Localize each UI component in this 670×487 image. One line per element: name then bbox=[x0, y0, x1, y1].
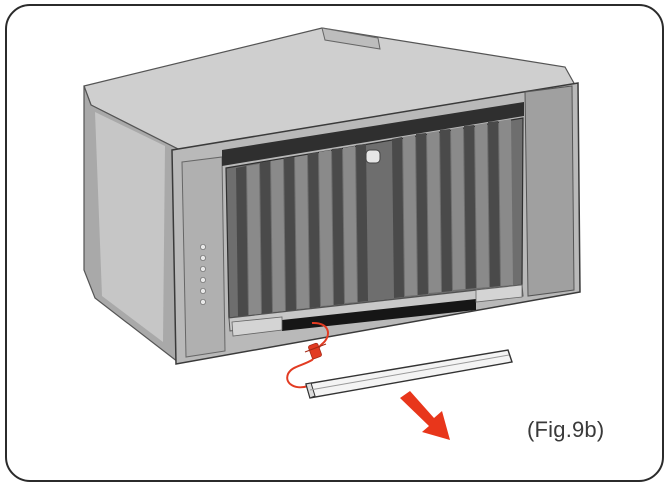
hood-top-slot bbox=[222, 102, 524, 166]
lamp-plate-right bbox=[475, 284, 523, 303]
pull-out-arrow-icon bbox=[400, 391, 450, 440]
plug-connector-icon bbox=[304, 342, 327, 360]
light-strip-slot bbox=[282, 299, 476, 331]
led-light-strip-end bbox=[305, 382, 316, 399]
filter-handle bbox=[365, 149, 381, 164]
hood-right-pillar bbox=[524, 85, 575, 297]
hood-top-back-lip bbox=[321, 27, 381, 50]
light-cable bbox=[286, 321, 329, 389]
led-dots-icon bbox=[199, 243, 206, 305]
grease-filter-slats bbox=[236, 121, 500, 317]
figure-label: (Fig.9b) bbox=[527, 417, 605, 442]
lamp-plate-left bbox=[231, 316, 283, 337]
led-light-strip-edge bbox=[309, 354, 510, 391]
hood-left-side-highlight bbox=[95, 112, 165, 342]
grease-filter-highlights bbox=[247, 119, 513, 315]
